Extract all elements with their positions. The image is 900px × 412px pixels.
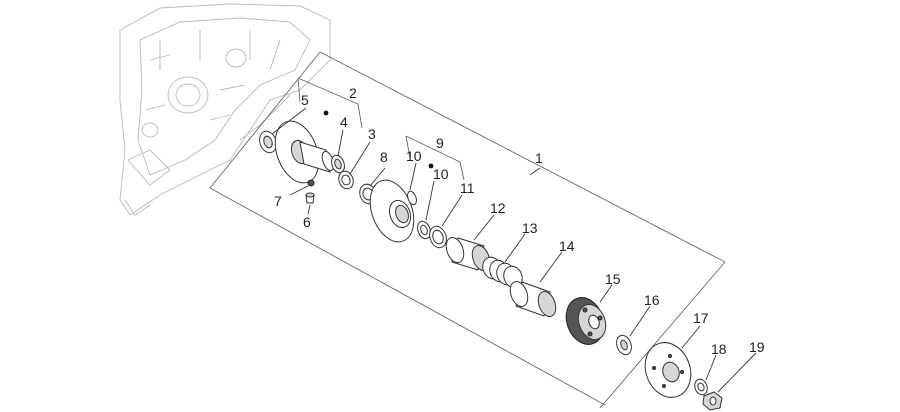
part-17-clutch-bell bbox=[644, 342, 692, 398]
crankcase-ghost bbox=[119, 3, 331, 216]
callout-8: 8 bbox=[380, 149, 388, 165]
callout-12: 12 bbox=[490, 200, 506, 216]
part-11-ring bbox=[429, 225, 447, 249]
part-3-washer bbox=[338, 170, 354, 190]
callout-19: 19 bbox=[749, 339, 765, 355]
callout-2: 2 bbox=[349, 85, 357, 101]
part-5-seal-ring bbox=[259, 130, 277, 154]
callout-9: 9 bbox=[436, 135, 444, 151]
callout-3: 3 bbox=[368, 126, 376, 142]
part-6-screw bbox=[305, 192, 315, 204]
callouts: 1 2 3 4 5 6 7 8 9 10 10 11 12 13 14 15 1… bbox=[274, 85, 765, 357]
callout-13: 13 bbox=[522, 220, 538, 236]
part-10-ring-b bbox=[417, 220, 431, 240]
subgroup-2-frame bbox=[297, 77, 363, 129]
part-19-nut bbox=[702, 391, 723, 411]
part-12-sleeve bbox=[445, 236, 491, 272]
callout-16: 16 bbox=[644, 292, 660, 308]
callout-11: 11 bbox=[460, 180, 475, 196]
leader-lines bbox=[271, 107, 757, 393]
callout-10-b: 10 bbox=[433, 166, 449, 182]
callout-15: 15 bbox=[605, 271, 621, 287]
callout-6: 6 bbox=[303, 214, 311, 230]
assembly-frame bbox=[209, 51, 726, 409]
part-18-washer bbox=[694, 378, 708, 396]
callout-5: 5 bbox=[301, 92, 309, 108]
part-2-fixed-pulley bbox=[274, 120, 335, 184]
callout-1: 1 bbox=[535, 150, 543, 166]
callout-17: 17 bbox=[693, 310, 709, 326]
part-7-pin bbox=[307, 179, 315, 187]
marker-dot-group-9 bbox=[428, 163, 434, 169]
callout-4: 4 bbox=[340, 114, 348, 130]
callout-10-a: 10 bbox=[406, 148, 422, 164]
callout-18: 18 bbox=[711, 341, 727, 357]
marker-dot-group-2 bbox=[323, 110, 329, 116]
callout-14: 14 bbox=[559, 238, 575, 254]
subgroup-9-frame bbox=[405, 135, 465, 181]
part-9-movable-pulley bbox=[369, 179, 415, 243]
part-15-clutch bbox=[565, 297, 607, 345]
callout-7: 7 bbox=[274, 193, 282, 209]
part-16-nut-ring bbox=[616, 334, 632, 356]
part-10-ring-a bbox=[407, 190, 417, 206]
part-4-bearing bbox=[331, 154, 345, 174]
part-14-spring-cup bbox=[509, 280, 557, 318]
